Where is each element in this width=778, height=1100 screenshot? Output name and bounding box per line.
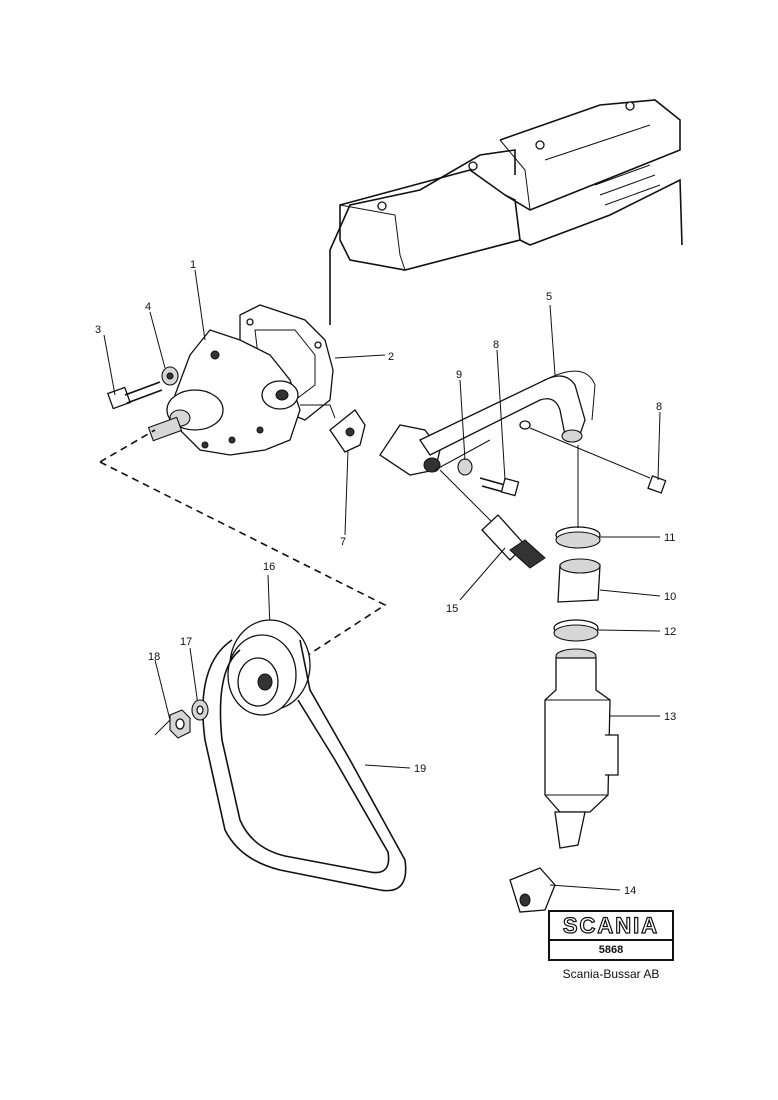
callout-8-upper: 8 [493, 339, 499, 351]
callout-labels: 1 2 3 4 5 16 7 8 8 9 10 11 12 13 14 15 1… [95, 259, 676, 897]
scania-logo: SCANIA [548, 910, 674, 941]
thermostat-housing-part-13 [544, 648, 619, 849]
hose-clamp-part-12 [553, 619, 599, 642]
bolt-part-8-lower [479, 477, 520, 497]
bolt-part-3 [106, 381, 163, 410]
callout-9: 9 [456, 369, 462, 381]
washer-part-4 [161, 366, 179, 386]
callout-4: 4 [145, 301, 151, 313]
hose-part-10 [557, 558, 601, 603]
callout-12: 12 [664, 626, 676, 638]
leader-lines [103, 269, 661, 891]
publisher-name: Scania-Bussar AB [562, 967, 660, 981]
callout-2: 2 [388, 351, 394, 363]
callout-19: 19 [414, 763, 426, 775]
callout-7: 7 [340, 536, 346, 548]
callout-1: 1 [190, 259, 196, 271]
callout-6: 16 [263, 561, 275, 573]
washer-part-17 [191, 699, 209, 721]
belt-alignment-dashed-line [99, 429, 387, 656]
callout-14: 14 [624, 885, 636, 897]
callout-8-right: 8 [656, 401, 662, 413]
brand-block: SCANIA 5868 Scania-Bussar AB [548, 910, 674, 981]
callout-17: 17 [180, 636, 192, 648]
callout-3: 3 [95, 324, 101, 336]
pipe-part-5 [419, 370, 596, 456]
washer-part-9 [457, 458, 473, 476]
bolt-part-8-right [529, 427, 667, 494]
v-belt-part-19 [202, 639, 407, 892]
drain-elbow-part-14 [509, 867, 556, 913]
callout-13: 13 [664, 711, 676, 723]
pump-body-part-1 [147, 329, 336, 456]
nut-part-18 [169, 709, 191, 739]
callout-18: 18 [148, 651, 160, 663]
hose-clamp-part-11 [555, 526, 601, 549]
engine-rocker-covers [329, 99, 683, 325]
callout-15: 15 [446, 603, 458, 615]
pulley-part-16 [227, 619, 311, 716]
callout-5: 5 [546, 291, 552, 303]
sensor-part-15 [439, 469, 546, 569]
gasket-part-7 [329, 409, 366, 453]
callout-11: 11 [664, 532, 675, 544]
callout-10: 10 [664, 591, 676, 603]
diagram-number: 5868 [548, 941, 674, 961]
